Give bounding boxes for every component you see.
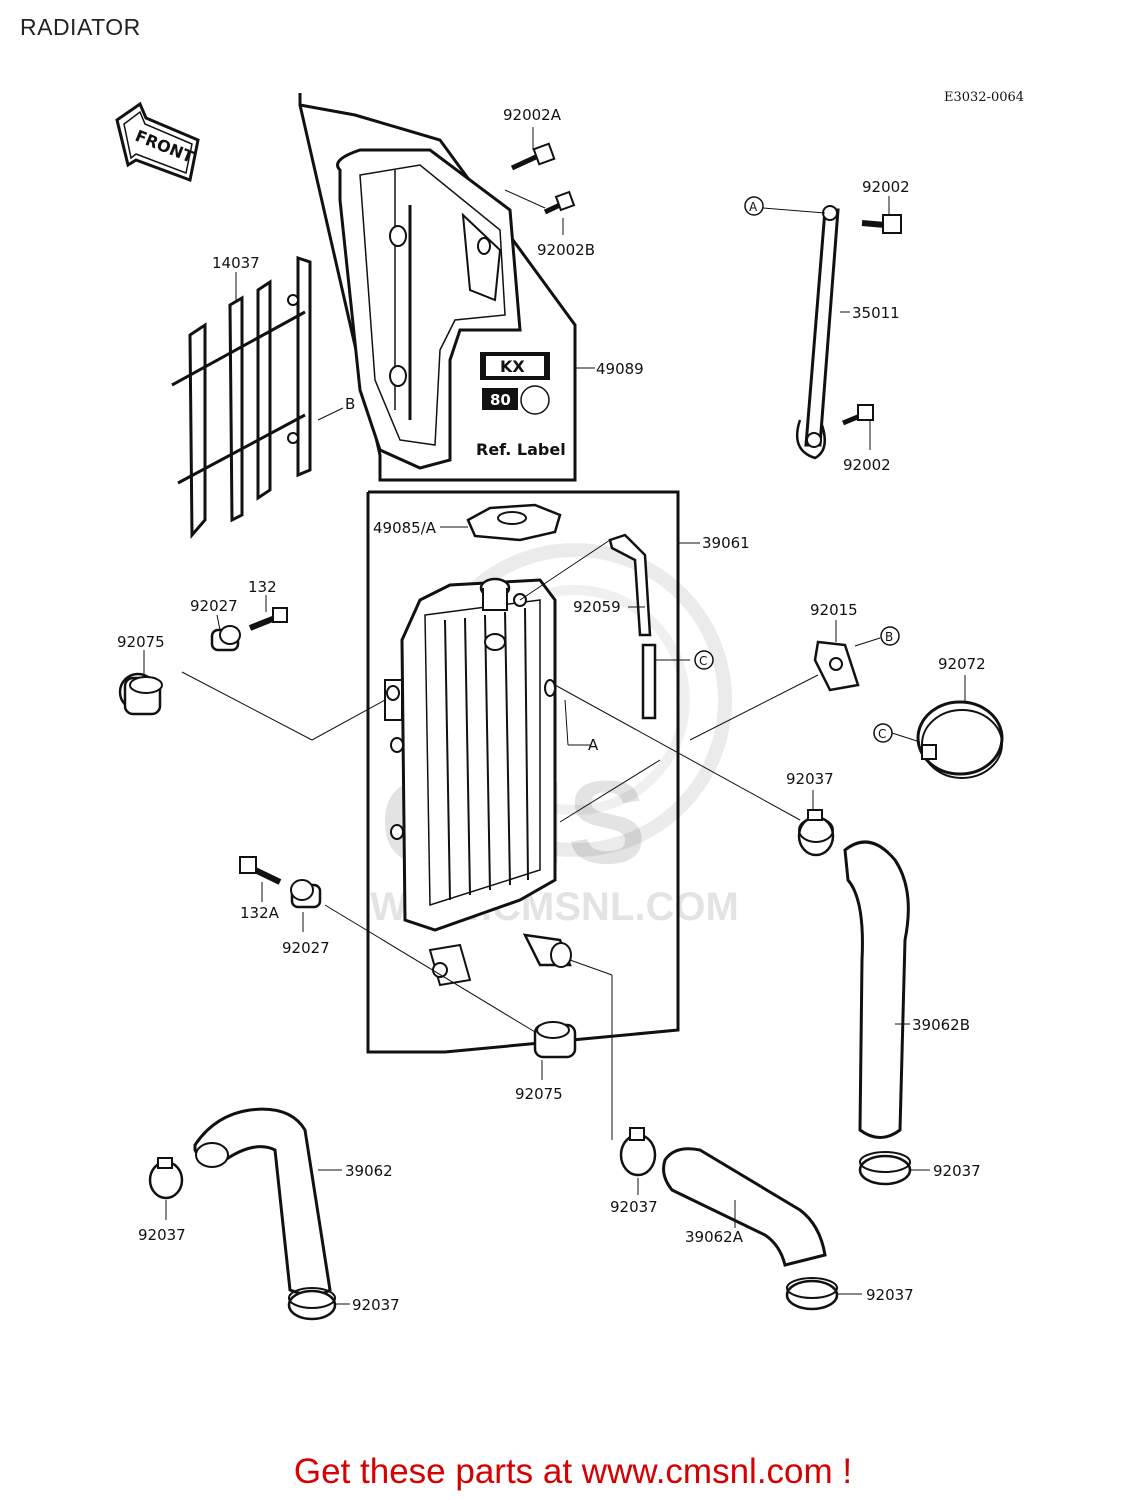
- bolt-132A-icon: [239, 856, 282, 885]
- callout-92037-right: 92037: [933, 1162, 981, 1180]
- callout-49089: 49089: [596, 360, 644, 378]
- callout-92015: 92015: [810, 601, 858, 619]
- callout-92037-bl: 92037: [352, 1296, 400, 1314]
- callout-39062A: 39062A: [685, 1228, 744, 1246]
- callout-B-shroud: B: [345, 395, 355, 413]
- bolt-92002-bottom-icon: [842, 404, 874, 426]
- callout-92075-left: 92075: [117, 633, 165, 651]
- callout-39061: 39061: [702, 534, 750, 552]
- screw-92002A-icon: [510, 142, 556, 171]
- clamp-92037-mid-icon: [797, 809, 835, 857]
- callout-92037-center: 92037: [610, 1198, 658, 1216]
- ref-label: Ref. Label: [476, 440, 566, 459]
- callout-92072: 92072: [938, 655, 986, 673]
- callout-132: 132: [248, 578, 277, 596]
- hose-39062A-icon: [662, 1147, 827, 1267]
- bolt-132-icon: [248, 607, 288, 631]
- callout-92037-left: 92037: [138, 1226, 186, 1244]
- clamp-92037-center-icon: [619, 1127, 657, 1177]
- callout-92027-top: 92027: [190, 597, 238, 615]
- callout-92027-bottom: 92027: [282, 939, 330, 957]
- clip-92015-icon: [813, 640, 860, 692]
- marker-C-band: [873, 723, 893, 743]
- emblem-line1: KX: [500, 357, 525, 376]
- hose-39062B-icon: [843, 840, 910, 1139]
- collar-92027-bottom-icon: [290, 879, 322, 909]
- callout-39062B: 39062B: [912, 1016, 970, 1034]
- grommet-92075-bottom-icon: [533, 1021, 577, 1059]
- callout-92037-mid: 92037: [786, 770, 834, 788]
- clamp-92037-left-icon: [148, 1157, 184, 1200]
- stay-35011-icon: [795, 205, 840, 460]
- front-arrow-icon: FRONT: [115, 101, 200, 183]
- clamp-92037-br-icon: [785, 1277, 839, 1311]
- screw-92002B-icon: [543, 190, 576, 215]
- callout-35011: 35011: [852, 304, 900, 322]
- clamp-92037-bl-icon: [287, 1287, 337, 1321]
- callout-92002A: 92002A: [503, 106, 562, 124]
- shroud-group: KX 80 Ref. Label: [298, 93, 595, 482]
- callout-C-hose: C: [699, 654, 707, 668]
- hose-39062-icon: [193, 1107, 332, 1297]
- callout-14037: 14037: [212, 254, 260, 272]
- callout-132A: 132A: [240, 904, 280, 922]
- radiator-group: [366, 490, 700, 1054]
- callout-C-band: C: [878, 727, 886, 741]
- grille-14037-icon: [171, 255, 312, 539]
- bolt-92002-top-icon: [861, 214, 902, 234]
- callout-39062: 39062: [345, 1162, 393, 1180]
- marker-A-stay: [744, 196, 764, 216]
- emblem-line2: 80: [490, 391, 511, 409]
- callout-92059: 92059: [573, 598, 621, 616]
- clamp-92037-right-icon: [858, 1151, 912, 1186]
- grommet-92075-left-icon: [118, 672, 163, 716]
- footer-promo-link[interactable]: Get these parts at www.cmsnl.com !: [293, 1452, 853, 1491]
- callout-A-rad: A: [588, 736, 599, 754]
- callout-92002-top: 92002: [862, 178, 910, 196]
- kx-emblem: KX 80: [480, 352, 550, 415]
- marker-B-clip: [880, 626, 900, 646]
- drawing-code: E3032-0064: [944, 90, 1025, 105]
- callout-49085A: 49085/A: [373, 519, 437, 537]
- marker-C-hose: [694, 650, 714, 670]
- callout-92037-br: 92037: [866, 1286, 914, 1304]
- callout-92002B: 92002B: [537, 241, 595, 259]
- collar-92027-top-icon: [210, 625, 241, 652]
- callout-B-clip: B: [885, 630, 893, 644]
- callout-92002-bottom: 92002: [843, 456, 891, 474]
- band-92072-icon: [916, 700, 1004, 779]
- page-title: RADIATOR: [20, 14, 141, 40]
- callout-92075-bottom: 92075: [515, 1085, 563, 1103]
- callout-A-stay: A: [749, 200, 758, 214]
